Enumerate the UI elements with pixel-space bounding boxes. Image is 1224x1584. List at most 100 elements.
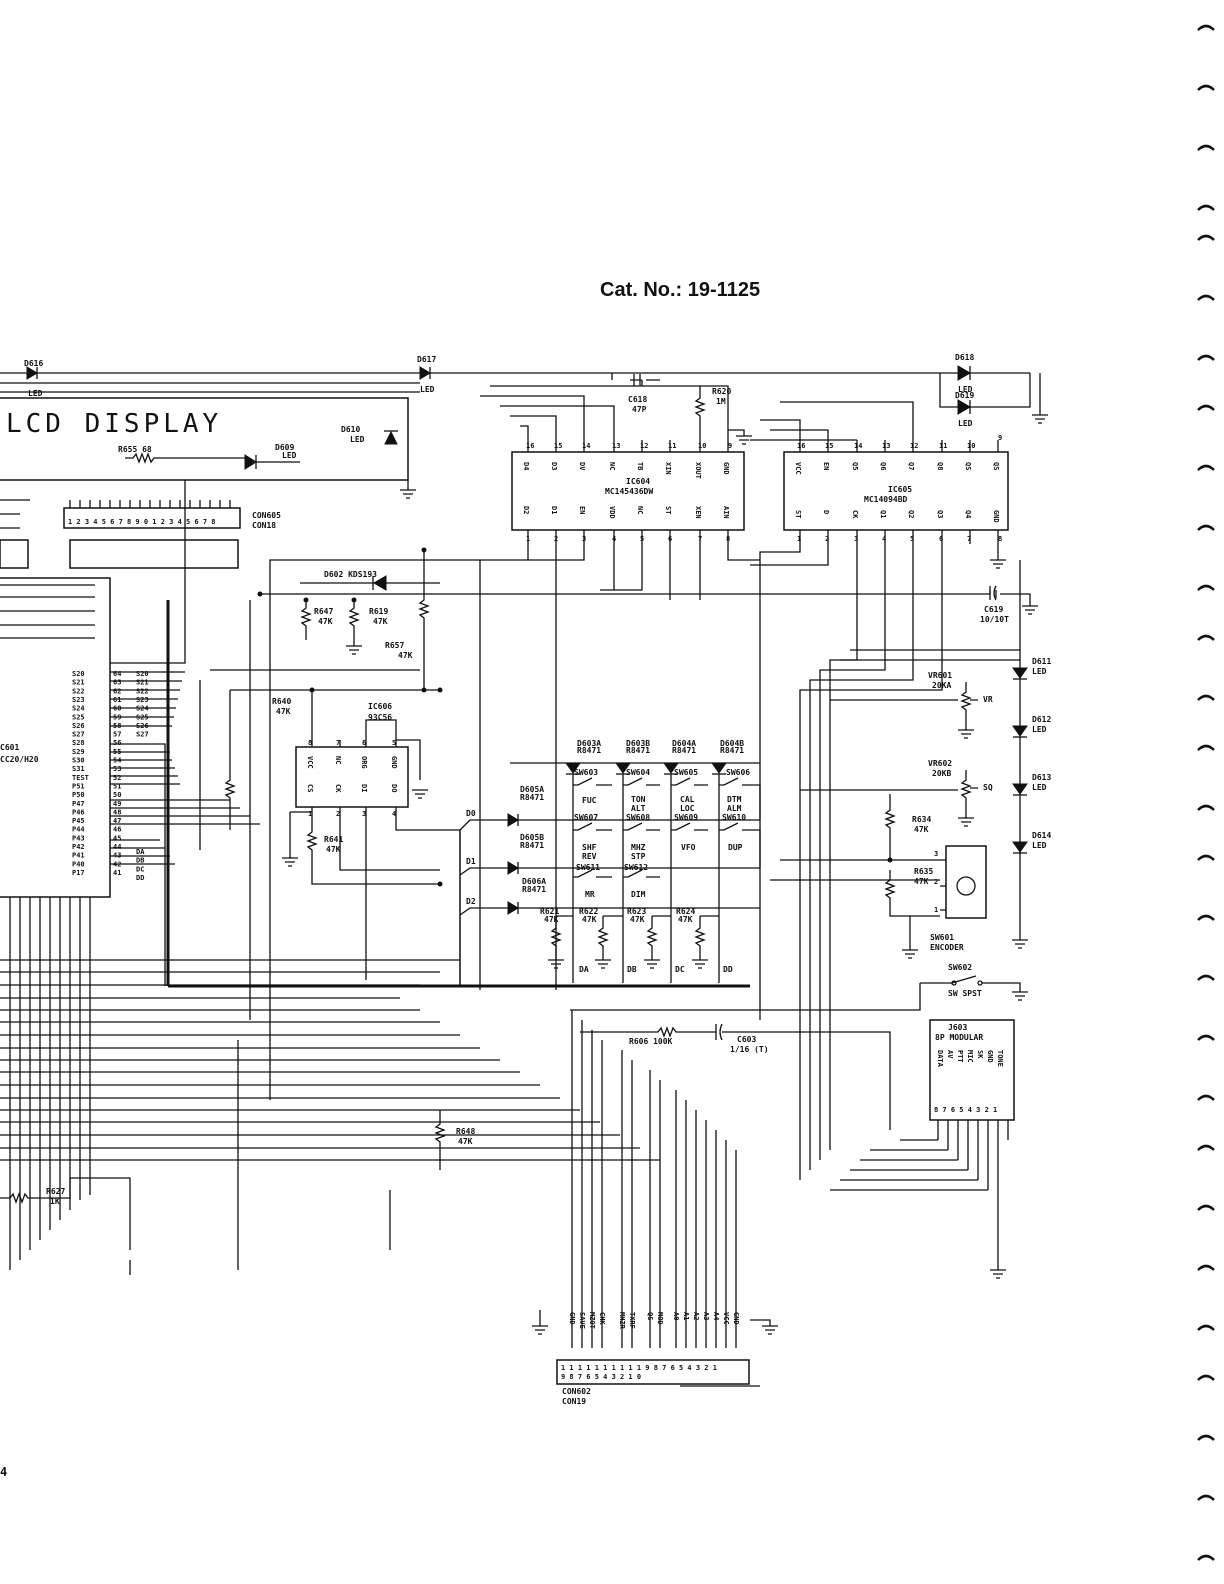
keypad-key-label: ALM — [727, 804, 742, 813]
keypad-switch-label: SW604 — [626, 768, 650, 777]
keypad-key-label: LOC — [680, 804, 695, 813]
d618-type: LED — [958, 385, 973, 394]
svg-text:2: 2 — [554, 535, 558, 543]
svg-text:12: 12 — [910, 442, 918, 450]
ic605-pin-label: ST — [794, 510, 802, 518]
ic601-pin-number: 46 — [113, 826, 121, 834]
ic601-net-label: DC — [136, 865, 144, 873]
ic601-pin-label: P17 — [72, 869, 85, 877]
ic605-pin-label: Q8 — [936, 462, 944, 470]
ic601-pin-label: S29 — [72, 748, 85, 756]
ic601-pin-number: 63 — [113, 679, 121, 687]
ic601-net-label: S21 — [136, 679, 149, 687]
con605-type: CON18 — [252, 521, 276, 530]
con602-type: CON19 — [562, 1397, 586, 1406]
ic601-pin-label: P46 — [72, 808, 85, 816]
ic601-pin-number: 44 — [113, 843, 121, 851]
ic605-pin-label: VCC — [794, 462, 802, 475]
ic601-pin-label: S30 — [72, 757, 85, 765]
ic604-pin-label: TB — [636, 462, 644, 470]
ic601-pin-number: 48 — [113, 808, 121, 816]
d610-label: D610 — [341, 425, 360, 434]
con602-pin-label: CHK — [598, 1312, 606, 1325]
ic601-label: C601 — [0, 743, 19, 752]
ic601-net-label: S24 — [136, 705, 149, 713]
con605-connector: 1 2 3 4 5 6 7 8 9 0 1 2 3 4 5 6 7 8 — [0, 499, 241, 569]
d619-type: LED — [958, 419, 973, 428]
net-label: DB — [627, 965, 637, 974]
ic601-pin-number: 61 — [113, 696, 121, 704]
net-label: DD — [723, 965, 733, 974]
j603-label: J603 — [948, 1023, 967, 1032]
d602-resistors — [199, 547, 443, 1020]
d611-type: LED — [1032, 667, 1047, 676]
svg-text:1: 1 — [526, 535, 530, 543]
data-bus — [166, 600, 750, 988]
r641-label: R641 — [324, 835, 343, 844]
net-label: DA — [579, 965, 589, 974]
r648-label: R648 — [456, 1127, 475, 1136]
ic605-pin-label: QS — [992, 462, 1000, 470]
d614-label: D614 — [1032, 831, 1051, 840]
j603-pin-label: AV — [946, 1050, 954, 1059]
vr602-value: 20KB — [932, 769, 951, 778]
keypad-diode-label: D605B — [520, 833, 544, 842]
ic606-pin-label: NC — [334, 756, 342, 764]
ic604-type: MC145436DW — [605, 487, 653, 496]
ic604-pin-label: XIN — [664, 462, 672, 475]
keypad-diode-label: D603B — [626, 739, 650, 748]
keypad-key-label: CAL — [680, 795, 695, 804]
con602-pin-label: A0 — [672, 1312, 680, 1320]
con602-pin-label: A3 — [702, 1312, 710, 1320]
encoder-pin-number: 1 — [934, 906, 938, 914]
svg-text:2: 2 — [336, 810, 340, 818]
d609-type: LED — [282, 451, 297, 460]
ic601-net-label: S22 — [136, 687, 149, 695]
r648 — [434, 1110, 446, 1170]
ic601-pin-label: S21 — [72, 679, 85, 687]
svg-text:3: 3 — [854, 535, 858, 543]
j603-pin-label: TONE — [996, 1050, 1004, 1067]
ic601-pin-label: TEST — [72, 774, 89, 782]
j603-type: 8P MODULAR — [935, 1033, 983, 1042]
ic601-net-label: DB — [136, 857, 144, 865]
r622-value: 47K — [582, 915, 597, 924]
svg-text:10: 10 — [967, 442, 975, 450]
ic604-pin-label: XOUT — [694, 462, 702, 479]
c618-label: C618 — [628, 395, 647, 404]
svg-text:2: 2 — [825, 535, 829, 543]
vr601-label: VR601 — [928, 671, 952, 680]
ic605-label: IC605 — [888, 485, 912, 494]
ic601-pin-number: 41 — [113, 869, 121, 877]
ic606-pin-label: VCC — [306, 756, 314, 769]
ic606-type: 93C56 — [368, 713, 392, 722]
keypad-switch-label: SW610 — [722, 813, 746, 822]
con602-connector — [532, 1010, 778, 1387]
con602-pin-label: A1 — [682, 1312, 690, 1320]
r606-c603 — [580, 1023, 891, 1130]
ic605-pin-label: Q5 — [851, 462, 859, 470]
ic601-pin-label: S22 — [72, 687, 85, 695]
sq-label: SQ — [983, 783, 993, 792]
r623-value: 47K — [630, 915, 645, 924]
svg-text:1 2 3 4 5 6 7 8 9 0 1 2 3 4 5: 1 2 3 4 5 6 7 8 9 0 1 2 3 4 5 6 7 8 — [68, 518, 216, 526]
ic606-pin-label: CS — [306, 784, 314, 792]
svg-text:6: 6 — [668, 535, 672, 543]
d602-label: D602 KDS193 — [324, 570, 377, 579]
svg-text:3: 3 — [362, 810, 366, 818]
sw602-switch — [570, 975, 1028, 1011]
ic606-pin-label: GND — [390, 756, 398, 769]
keypad-switch-label: SW611 — [576, 863, 600, 872]
svg-text:4: 4 — [392, 810, 396, 818]
c619-value: 10/10T — [980, 615, 1009, 624]
svg-text:11: 11 — [668, 442, 676, 450]
vr602-label: VR602 — [928, 759, 952, 768]
ic601-net-label: S25 — [136, 713, 149, 721]
encoder-pin-labels: 321 — [934, 850, 938, 914]
ic604-pin-label: D2 — [522, 506, 530, 514]
